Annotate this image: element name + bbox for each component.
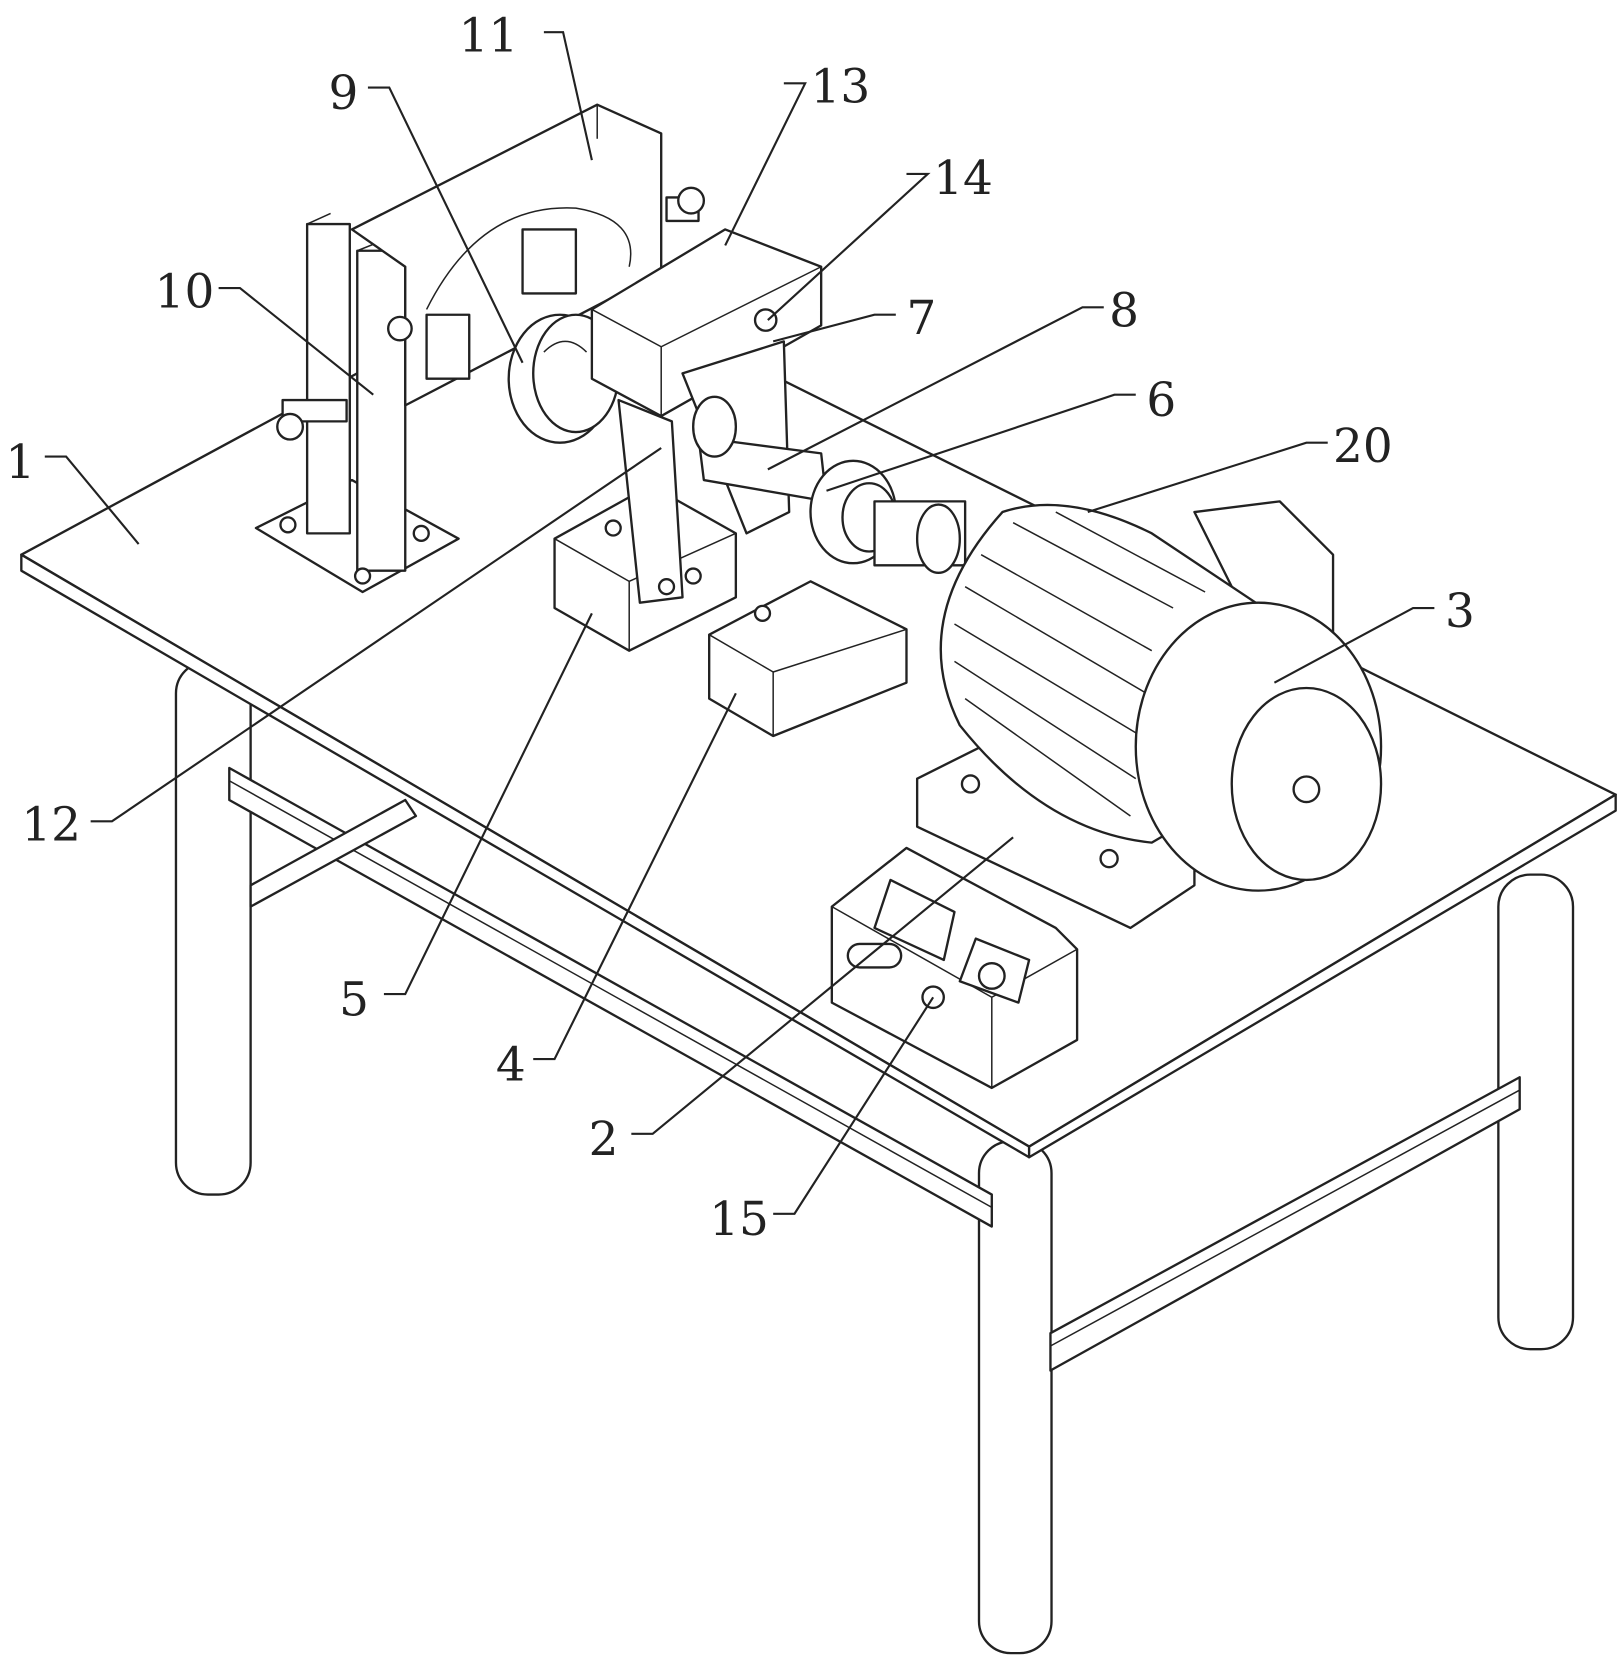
label-11: 11 xyxy=(459,8,519,63)
label-2: 2 xyxy=(589,1112,619,1167)
label-7: 7 xyxy=(906,291,936,346)
label-1: 1 xyxy=(5,435,35,490)
label-4: 4 xyxy=(496,1037,526,1092)
label-10: 10 xyxy=(155,264,215,319)
label-5: 5 xyxy=(339,972,369,1027)
label-9: 9 xyxy=(328,66,358,121)
label-14: 14 xyxy=(933,151,993,206)
label-20: 20 xyxy=(1333,419,1393,474)
label-8: 8 xyxy=(1109,283,1139,338)
label-3: 3 xyxy=(1445,584,1475,639)
label-12: 12 xyxy=(21,797,81,852)
label-15: 15 xyxy=(709,1192,769,1247)
label-13: 13 xyxy=(811,60,871,115)
label-6: 6 xyxy=(1146,373,1176,428)
